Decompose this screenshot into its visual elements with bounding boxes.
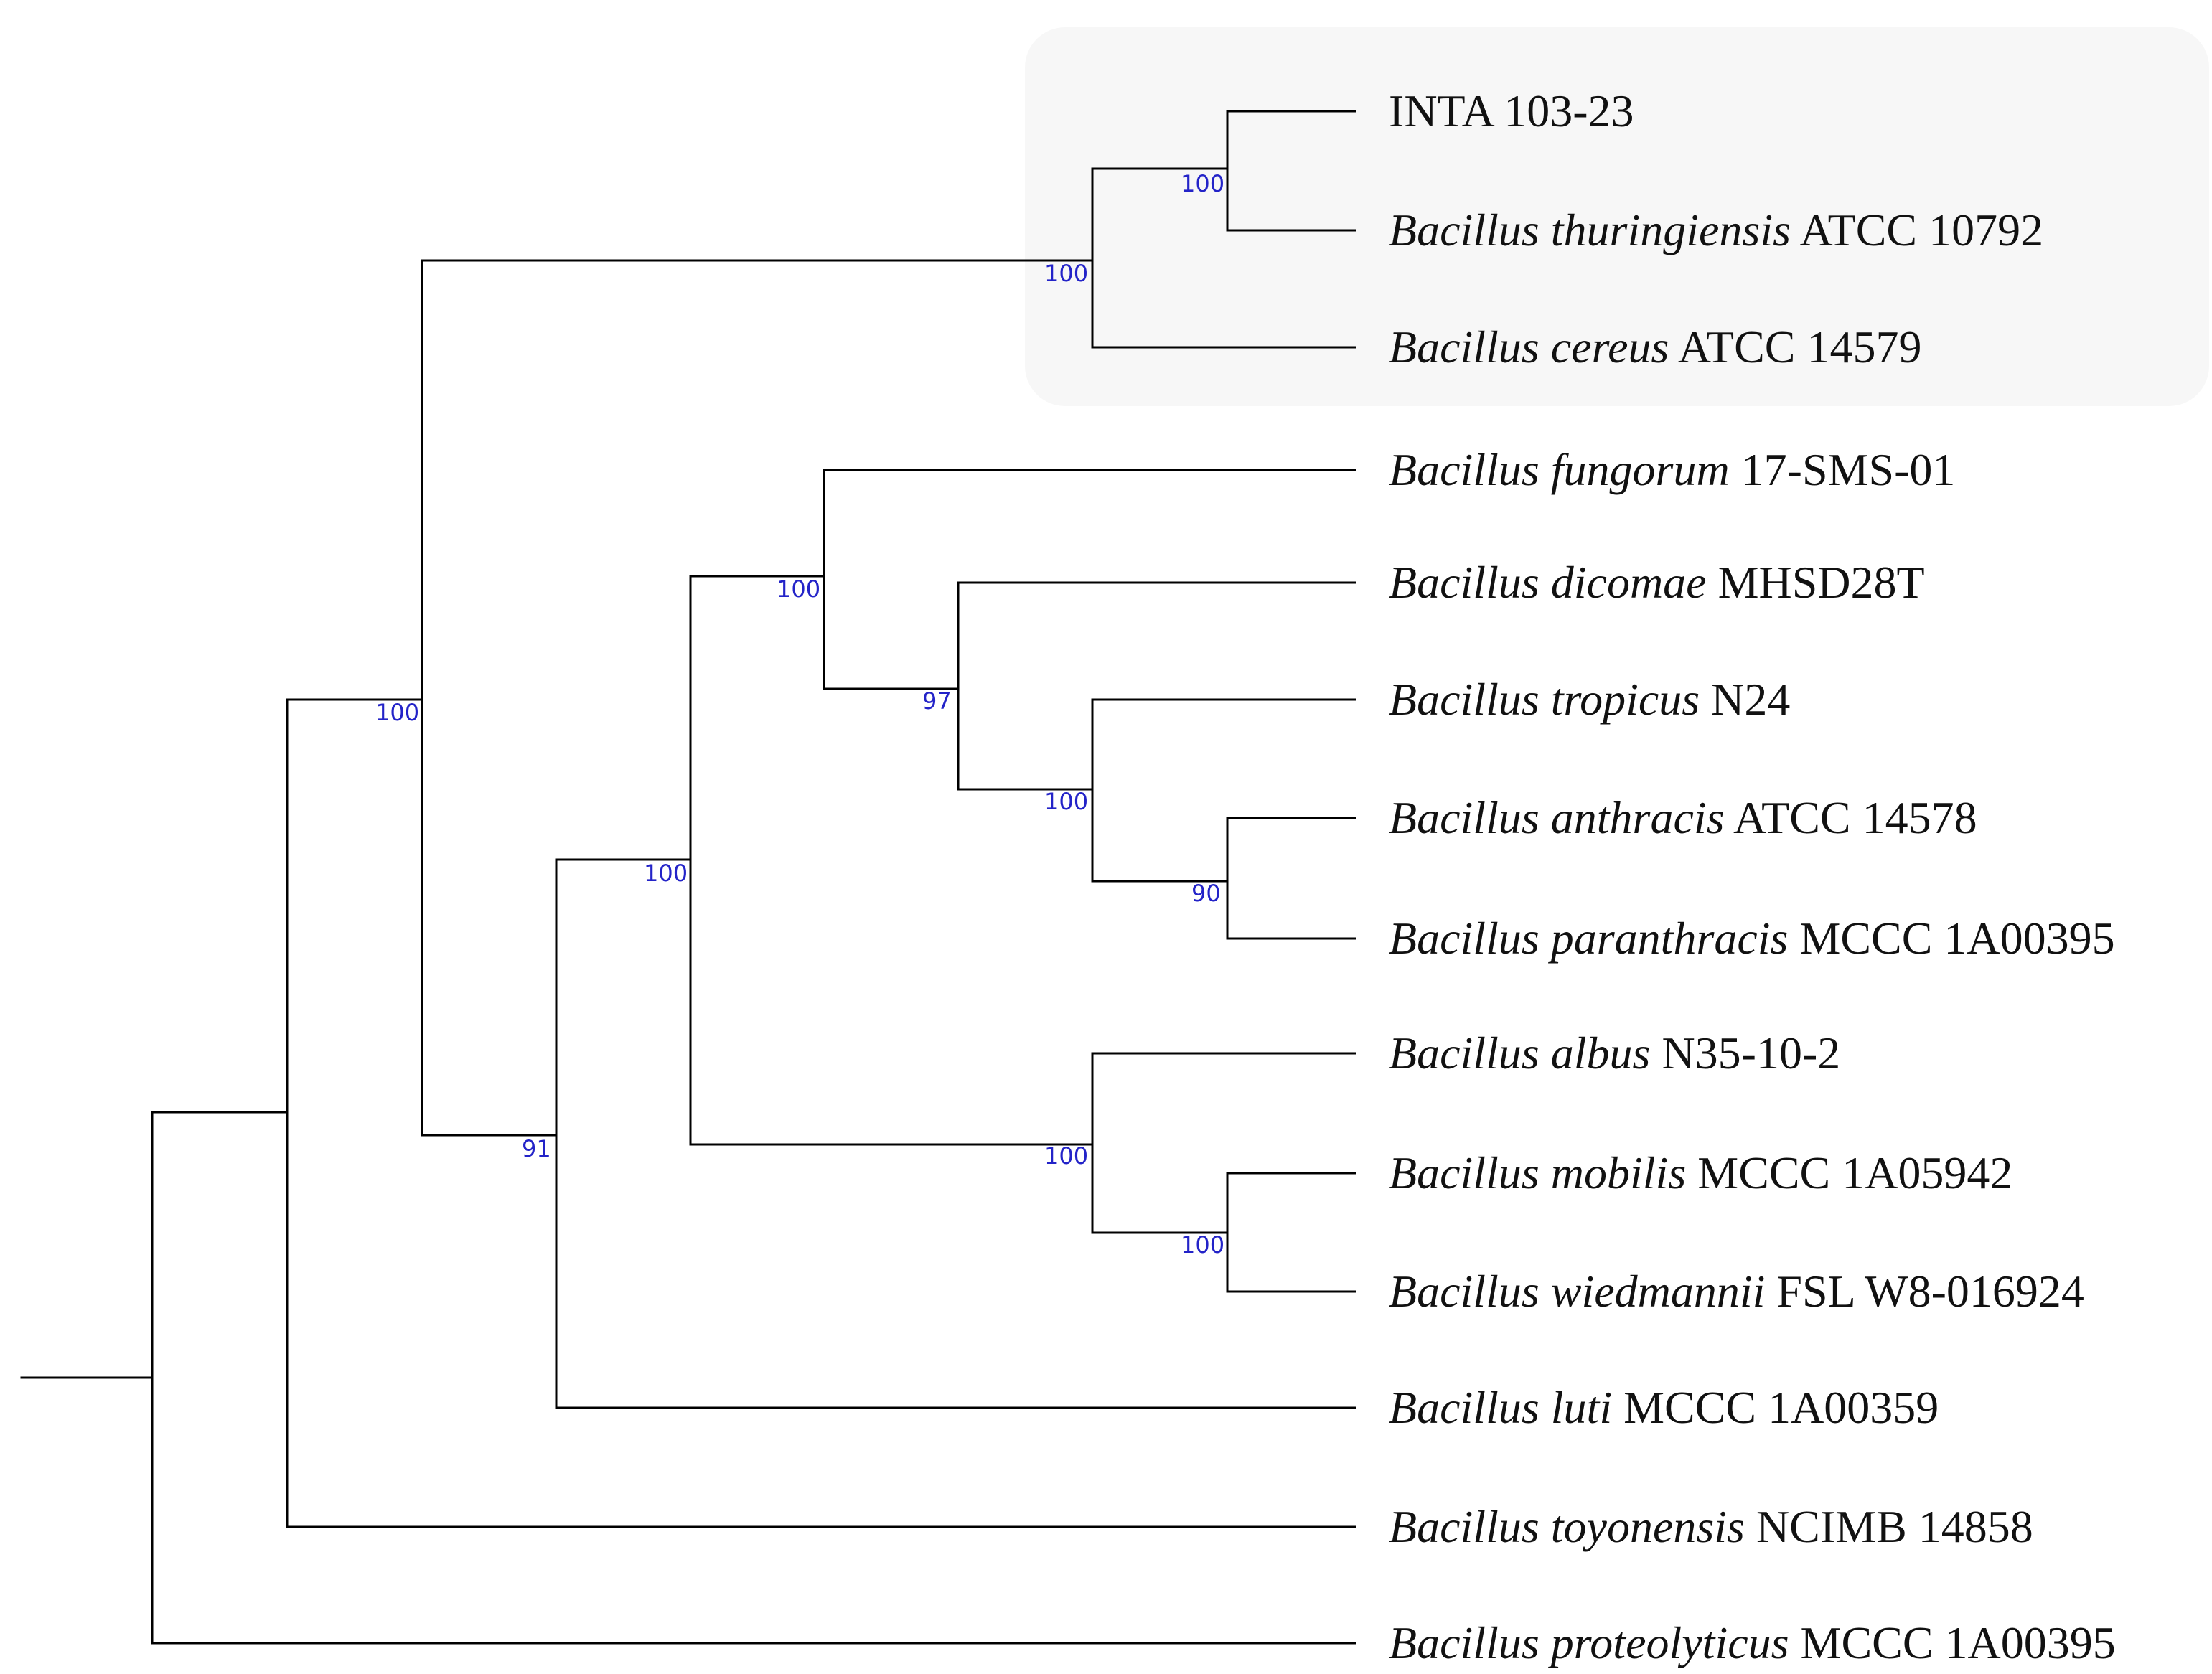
leaf-label: Bacillus paranthracis MCCC 1A00395: [1389, 913, 2115, 964]
leaf-label: Bacillus mobilis MCCC 1A05942: [1389, 1147, 2012, 1198]
leaf-label: Bacillus cereus ATCC 14579: [1389, 321, 1921, 372]
support-label: 100: [1044, 1142, 1088, 1170]
support-label: 91: [522, 1135, 551, 1162]
support-label: 90: [1191, 880, 1221, 907]
leaf-label: Bacillus fungorum 17-SMS-01: [1389, 444, 1955, 495]
support-label: 100: [644, 860, 688, 887]
highlighted-clade-background: [1025, 27, 2209, 406]
leaf-label: Bacillus wiedmannii FSL W8-016924: [1389, 1266, 2084, 1317]
leaf-label: INTA 103-23: [1389, 85, 1634, 136]
support-label: 100: [777, 575, 820, 603]
leaf-label: Bacillus dicomae MHSD28T: [1389, 557, 1925, 608]
leaf-labels: INTA 103-23 Bacillus thuringiensis ATCC …: [1389, 85, 2116, 1668]
leaf-label: Bacillus albus N35-10-2: [1389, 1028, 1840, 1078]
support-label: 100: [1044, 260, 1088, 287]
support-label: 100: [375, 699, 419, 726]
branches: [20, 110, 1356, 1645]
leaf-label: Bacillus anthracis ATCC 14578: [1389, 792, 1977, 843]
support-label: 100: [1181, 1231, 1224, 1259]
leaf-label: Bacillus luti MCCC 1A00359: [1389, 1382, 1939, 1433]
leaf-label: Bacillus thuringiensis ATCC 10792: [1389, 204, 2043, 255]
leaf-label: Bacillus toyonensis NCIMB 14858: [1389, 1501, 2033, 1552]
support-label: 97: [922, 687, 952, 715]
support-values: 100 100 100 100 97 100 90 100 100 100 91: [375, 170, 1224, 1259]
leaf-label: Bacillus tropicus N24: [1389, 674, 1790, 725]
support-label: 100: [1044, 788, 1088, 815]
support-label: 100: [1181, 170, 1224, 197]
leaf-label: Bacillus proteolyticus MCCC 1A00395: [1389, 1617, 2116, 1668]
